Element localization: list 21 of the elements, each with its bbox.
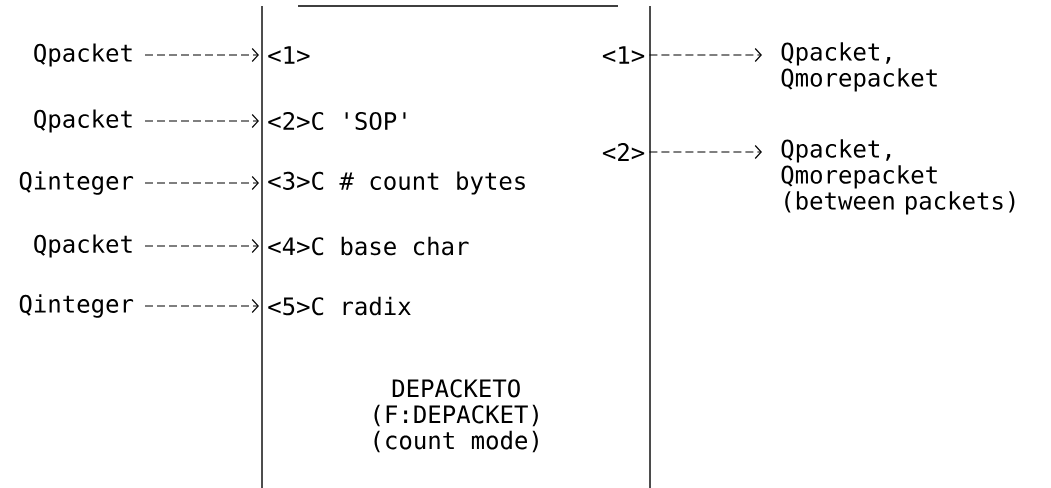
signal-label: Qpacket (34, 43, 132, 67)
signal-label: Qpacket (34, 234, 132, 258)
arrow (144, 298, 259, 314)
signal-label: Qpacket, Qmorepacket (781, 42, 937, 92)
signal-label: Qpacket, Qmorepacket (between packets) (781, 139, 1015, 215)
arrow (144, 175, 259, 191)
arrow (648, 144, 762, 160)
signal-label: Qinteger (19, 171, 134, 195)
port-label: <1> (268, 46, 310, 64)
port-label: <1> (602, 46, 645, 64)
arrow (648, 47, 762, 63)
port-label: <5>C radix (268, 296, 411, 316)
port-label: <2>C 'SOP' (268, 111, 406, 131)
port-label: <3>C # count bytes (268, 171, 525, 195)
port-label: <4>C base char (268, 236, 469, 256)
signal-label: Qpacket (34, 109, 132, 133)
signal-label: Qinteger (19, 294, 134, 318)
arrow (144, 238, 259, 254)
port-label: <2> (602, 143, 645, 161)
arrow (144, 113, 259, 129)
arrow (144, 47, 259, 63)
